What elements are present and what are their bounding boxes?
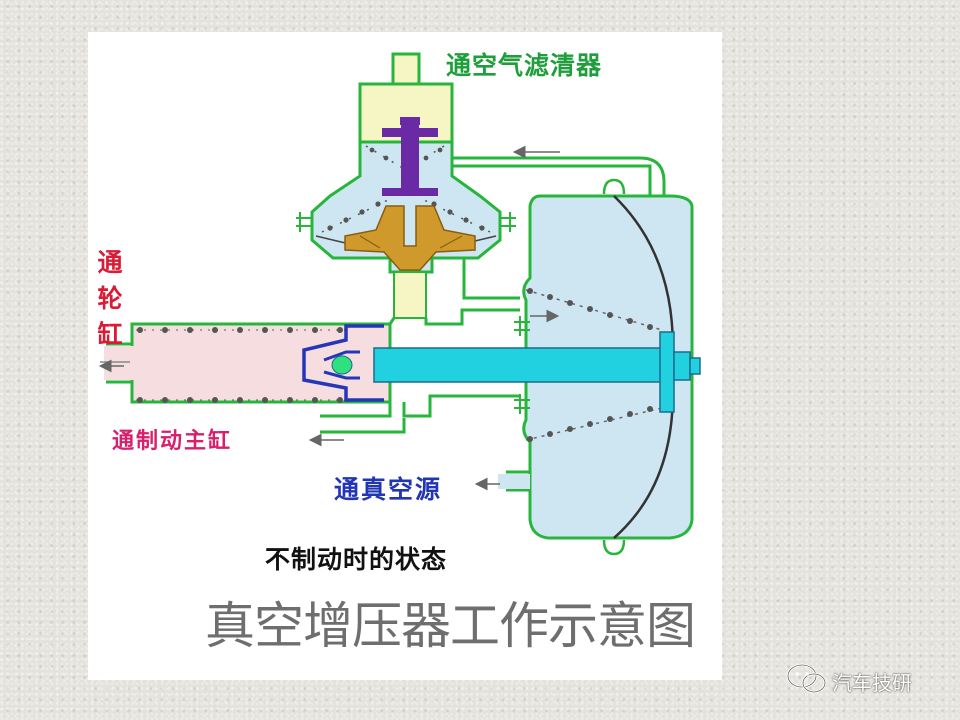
valve-diaphragm — [321, 145, 491, 233]
chamber-seal-ticks — [514, 316, 530, 414]
chamber-clamp-bottom — [602, 539, 626, 556]
air-inlet-pipe — [391, 52, 421, 88]
diagram-title: 真空增压器工作示意图 — [205, 597, 696, 655]
hydraulic-outlet — [106, 342, 132, 384]
fluid-passages — [320, 146, 666, 492]
wechat-icon — [786, 663, 827, 694]
label-to-air-filter: 通空气滤清器 — [446, 51, 603, 80]
control-piston — [393, 271, 427, 319]
label-to-vacuum-source: 通真空源 — [334, 475, 443, 504]
cylinder-seal-dots — [136, 327, 346, 403]
chamber-clamp-top — [602, 178, 626, 195]
air-valve-stem — [382, 117, 438, 196]
booster-piston-plate — [659, 331, 675, 413]
watermark: 汽车技研 — [784, 662, 944, 696]
vacuum-valve-seat — [344, 205, 476, 271]
label-to-wheel-cylinder: 通轮缸 — [97, 248, 123, 349]
state-caption: 不制动时的状态 — [265, 545, 448, 574]
piston-rod-tip — [331, 355, 353, 375]
flow-arrows — [98, 145, 560, 491]
valve-flange-clamps — [296, 212, 516, 232]
piston-rod — [373, 347, 667, 383]
return-spring — [525, 288, 663, 442]
hydraulic-piston-cup — [302, 324, 384, 402]
watermark-text: 汽车技研 — [832, 671, 912, 695]
label-to-master-cylinder: 通制动主缸 — [112, 428, 233, 454]
